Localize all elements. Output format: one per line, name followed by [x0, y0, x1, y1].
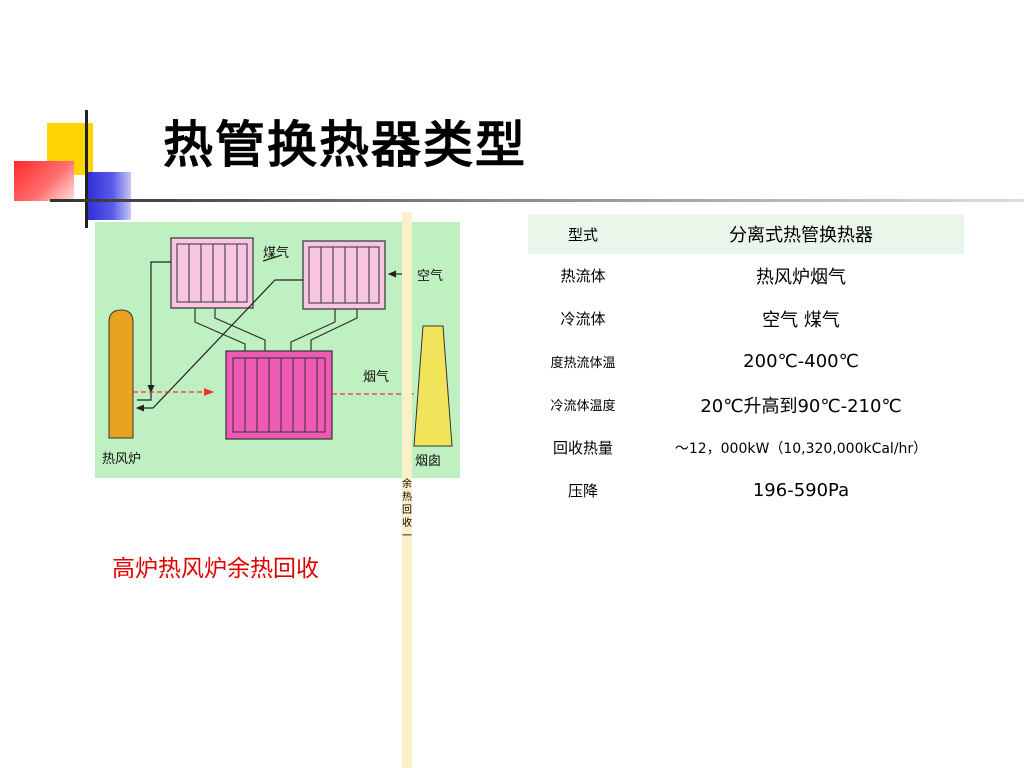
- air-preheater: [302, 240, 386, 310]
- label-coal-gas: 煤气: [263, 245, 289, 261]
- hot-blast-stove: [108, 309, 134, 439]
- slide-title: 热管换热器类型: [163, 116, 527, 174]
- label-hot-blast-stove: 热风炉: [102, 452, 141, 467]
- label-air: 空气: [417, 268, 443, 284]
- table-row: 热流体 热风炉烟气: [528, 254, 964, 297]
- spec-table: 型式 分离式热管换热器 热流体 热风炉烟气 冷流体 空气 煤气 度热流体温 20…: [528, 214, 964, 512]
- spec-key: 热流体: [560, 267, 606, 285]
- table-row: 型式 分离式热管换热器: [528, 214, 964, 254]
- chimney: [413, 325, 453, 447]
- spec-value: ～12，000kW（10,320,000kCal/hr）: [674, 440, 928, 457]
- logo-block-red: [14, 161, 74, 201]
- table-row: 度热流体温 200℃-400℃: [528, 340, 964, 383]
- diagram-caption: 高炉热风炉余热回收: [112, 556, 319, 582]
- table-row: 冷流体温度 20℃升高到90℃-210℃: [528, 383, 964, 426]
- spec-key: 型式: [528, 214, 638, 254]
- label-chimney: 烟囱: [415, 454, 441, 469]
- spec-key: 压降: [567, 482, 598, 500]
- table-row: 压降 196-590Pa: [528, 469, 964, 512]
- spec-value: 196-590Pa: [752, 480, 850, 501]
- stripe-text: 余热回收一: [402, 479, 412, 542]
- spec-value: 20℃升高到90℃-210℃: [700, 395, 902, 417]
- spec-key: 度热流体温: [550, 356, 616, 371]
- table-row: 冷流体 空气 煤气: [528, 297, 964, 340]
- flue-gas-flow: [133, 388, 415, 398]
- logo-block-blue: [85, 172, 131, 220]
- spec-key: 冷流体温度: [550, 399, 616, 414]
- logo-vertical-line: [85, 110, 88, 228]
- heat-pipe-diagram: 煤气 空气 烟气 热风炉 烟囱: [95, 222, 460, 478]
- spec-value: 热风炉烟气: [756, 266, 846, 288]
- coal-gas-inlet: [262, 254, 283, 262]
- spec-value: 200℃-400℃: [743, 351, 859, 372]
- coal-gas-line: [137, 261, 171, 401]
- vertical-stripe: [402, 212, 412, 768]
- title-underline: [50, 199, 1024, 202]
- coal-gas-preheater: [170, 237, 254, 309]
- table-row: 回收热量 ～12，000kW（10,320,000kCal/hr）: [528, 426, 964, 469]
- spec-key: 冷流体: [560, 310, 606, 328]
- connecting-pipes: [194, 308, 358, 351]
- spec-value: 分离式热管换热器: [638, 214, 964, 254]
- evaporator-section: [225, 350, 333, 440]
- label-flue-gas: 烟气: [363, 369, 389, 385]
- spec-value: 空气 煤气: [762, 309, 840, 331]
- spec-key: 回收热量: [552, 439, 613, 457]
